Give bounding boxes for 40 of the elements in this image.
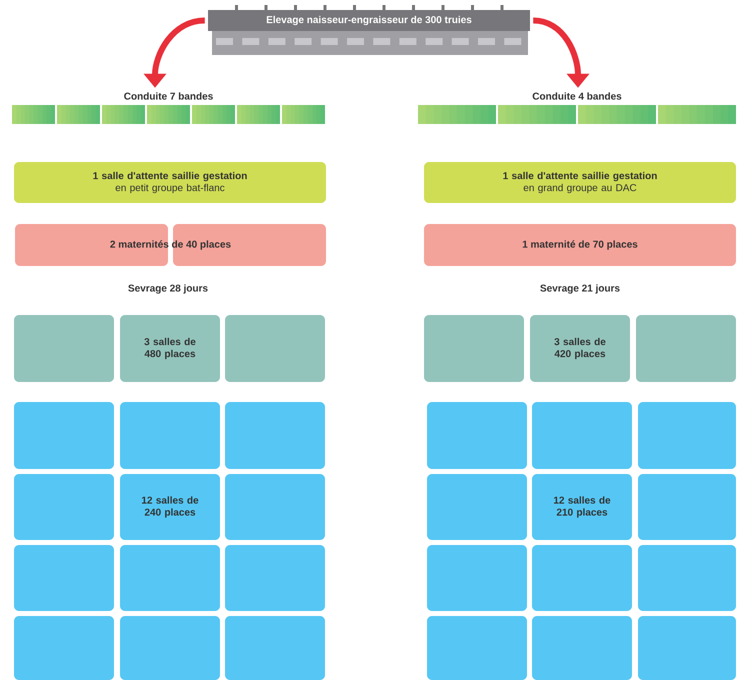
nursery-room-box: 3 salles de 420 places xyxy=(530,315,630,382)
weaning-label: Sevrage 21 jours xyxy=(540,284,620,294)
fattening-room-box xyxy=(14,402,114,469)
weaning-label: Sevrage 28 jours xyxy=(128,284,208,294)
fattening-room-box xyxy=(427,545,527,611)
fattening-room-box xyxy=(532,545,632,611)
nursery-room-box: 3 salles de 480 places xyxy=(120,315,220,382)
band-heading: Conduite 7 bandes xyxy=(124,92,213,100)
fattening-room-box xyxy=(14,616,114,680)
fattening-room-box xyxy=(427,474,527,540)
fattening-room-box: 12 salles de 240 places xyxy=(120,474,220,540)
maternity-boxes: 2 maternités de 40 places xyxy=(15,224,326,266)
fattening-room-box xyxy=(427,616,527,680)
building-drawing: Elevage naisseur-engraisseur de 300 truies xyxy=(208,5,530,55)
fattening-room-box xyxy=(638,545,736,611)
nursery-room-box xyxy=(14,315,114,382)
fattening-room-box xyxy=(225,616,325,680)
fattening-room-box xyxy=(638,402,736,469)
fattening-room-box xyxy=(14,545,114,611)
maternity-boxes: 1 maternité de 70 places xyxy=(424,224,736,266)
fattening-room-box xyxy=(225,402,325,469)
node-label: Elevage naisseur-engraisseur de 300 truies xyxy=(266,16,472,26)
nursery-room-box xyxy=(636,315,736,382)
fattening-room-box xyxy=(225,474,325,540)
fattening-room-box xyxy=(120,402,220,469)
fattening-room-box: 12 salles de 210 places xyxy=(532,474,632,540)
waiting-room-box: 1 salle d'attente saillie gestation en petit groupe bat-flanc xyxy=(14,162,326,203)
fattening-room-box xyxy=(120,545,220,611)
fattening-room-box xyxy=(638,474,736,540)
nursery-room-box xyxy=(225,315,325,382)
fattening-room-box xyxy=(14,474,114,540)
fattening-room-box xyxy=(532,402,632,469)
band-heading: Conduite 4 bandes xyxy=(532,92,622,100)
fattening-room-box xyxy=(638,616,736,680)
fattening-room-box xyxy=(120,616,220,680)
nursery-room-box xyxy=(424,315,524,382)
waiting-room-box: 1 salle d'attente saillie gestation en grand groupe au DAC xyxy=(424,162,736,203)
fattening-room-box xyxy=(225,545,325,611)
fattening-room-box xyxy=(532,616,632,680)
fattening-room-box xyxy=(427,402,527,469)
